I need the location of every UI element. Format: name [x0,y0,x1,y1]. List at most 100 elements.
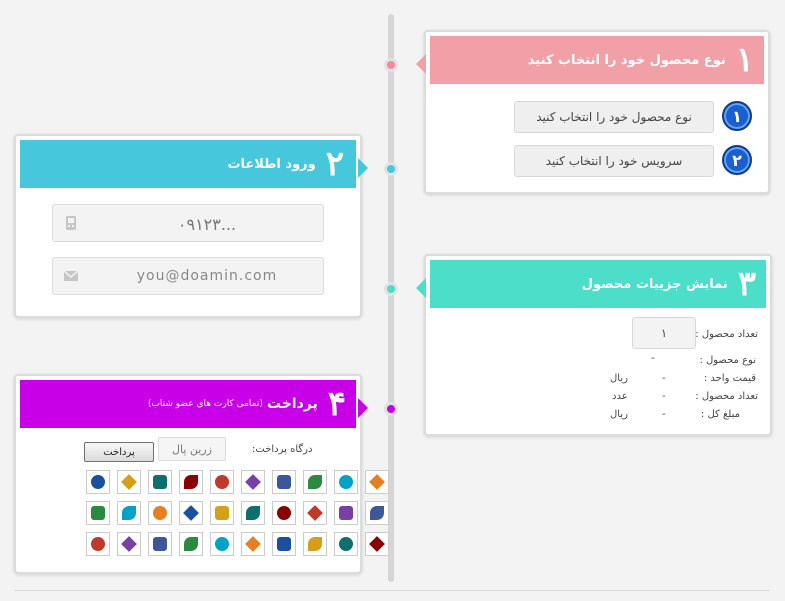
bank-logo-17-mark [277,506,291,520]
bank-logo-21 [86,532,110,556]
bank-logo-26 [241,532,265,556]
detail-value-unit-price: - [662,373,666,384]
timeline-line [388,14,394,582]
bank-logo-16 [241,501,265,525]
detail-value-product-type: - [651,353,655,364]
step1-header: ۱ نوع محصول خود را انتخاب کنید [430,36,764,84]
timeline-dot-step2 [384,162,398,176]
bank-logo-23-mark [153,537,167,551]
bank-logo-12-mark [122,506,136,520]
step3-pointer [416,278,426,298]
timeline-dot-step4 [384,402,398,416]
step4-number: ۴ [327,384,346,424]
bank-logo-26-mark [245,536,261,552]
pay-button[interactable]: پرداخت [84,442,154,462]
bank-logo-5 [210,470,234,494]
detail-unit-total: ریال [610,409,628,420]
bank-logo-17 [272,501,296,525]
bank-logo-27-mark [277,537,291,551]
step3-title: نمایش جزییات محصول [581,276,728,292]
option-number-1: ۱ [722,101,752,131]
bank-logo-30-mark [369,536,385,552]
bank-logo-19 [334,501,358,525]
bank-logo-15 [210,501,234,525]
service-type-button[interactable]: سرویس خود را انتخاب کنید [514,145,714,177]
gateway-select[interactable]: زرین پال [158,437,226,461]
detail-label-product-type: نوع محصول : [699,355,756,366]
bank-logo-13 [148,501,172,525]
step1-card: ۱ نوع محصول خود را انتخاب کنید نوع محصول… [416,30,770,194]
bank-logo-3-mark [153,475,167,489]
bank-logo-1-mark [91,475,105,489]
step2-card: ۲ ورود اطلاعات ۰۹۱۲۳... you@doamin.com [14,134,368,318]
bank-logo-24 [179,532,203,556]
phone-field[interactable]: ۰۹۱۲۳... [52,204,324,242]
step3-number: ۳ [737,264,756,304]
bank-logo-4-mark [184,475,198,489]
step2-title: ورود اطلاعات [227,156,316,172]
detail-label-quantity: تعداد محصول : [695,391,758,402]
option-number-2: ۲ [722,145,752,175]
gateway-value: زرین پال [172,442,212,456]
bank-logo-18-mark [307,505,323,521]
bank-logo-20-mark [370,506,384,520]
timeline-dot-step1 [384,58,398,72]
bank-logo-21-mark [91,537,105,551]
bank-logo-13-mark [153,506,167,520]
step4-subtitle: (تمامی کارت های عضو شتاب) [147,399,263,409]
step2-header: ۲ ورود اطلاعات [20,140,356,188]
bank-logo-18 [303,501,327,525]
bank-logo-9 [334,470,358,494]
bank-logo-7 [272,470,296,494]
mobile-phone-icon [63,215,79,231]
detail-unit-quantity: عدد [612,391,628,402]
bank-logo-2 [117,470,141,494]
step2-number: ۲ [325,144,344,184]
bank-logo-28 [303,532,327,556]
timeline-dot-step3 [384,282,398,296]
step3-card: ۳ نمایش جزییات محصول تعداد محصول : ۱ نوع… [416,254,772,436]
step1-title: نوع محصول خود را انتخاب کنید [527,52,726,68]
bank-logo-29 [334,532,358,556]
bank-logo-6-mark [245,474,261,490]
gateway-label: درگاه پرداخت: [252,444,313,455]
bank-logo-8 [303,470,327,494]
bank-logo-30 [365,532,389,556]
bank-logo-15-mark [215,506,229,520]
bank-logo-25 [210,532,234,556]
bank-logo-20 [365,501,389,525]
product-type-button[interactable]: نوع محصول خود را انتخاب کنید [514,101,714,133]
step4-card: ۴ پرداخت (تمامی کارت های عضو شتاب) درگاه… [14,374,389,574]
bank-logo-5-mark [215,475,229,489]
bank-logo-10-mark [369,474,385,490]
quantity-label: تعداد محصول : [695,329,758,340]
bank-logo-11 [86,501,110,525]
email-field[interactable]: you@doamin.com [52,257,324,295]
bank-logo-19-mark [339,506,353,520]
phone-placeholder: ۰۹۱۲۳... [177,215,237,234]
bank-logo-4 [179,470,203,494]
step1-pointer [416,54,426,74]
detail-label-unit-price: قیمت واحد : [703,373,756,384]
envelope-icon [63,268,79,284]
detail-unit-unit-price: ریال [610,373,628,384]
bank-logo-24-mark [184,537,198,551]
bank-logo-23 [148,532,172,556]
quantity-input[interactable]: ۱ [632,317,696,349]
bank-logo-22-mark [121,536,137,552]
step4-title: پرداخت [266,396,318,412]
bank-logo-22 [117,532,141,556]
quantity-value: ۱ [660,326,668,340]
bank-logo-16-mark [246,506,260,520]
bank-logo-1 [86,470,110,494]
step2-pointer [358,158,368,178]
bank-logo-14 [179,501,203,525]
bank-logo-9-mark [339,475,353,489]
step1-number: ۱ [735,40,754,80]
bank-logo-10 [365,470,389,494]
step4-header: ۴ پرداخت (تمامی کارت های عضو شتاب) [20,380,356,428]
bank-logo-8-mark [308,475,322,489]
email-placeholder: you@doamin.com [136,268,278,284]
bank-logo-27 [272,532,296,556]
bank-logo-11-mark [91,506,105,520]
